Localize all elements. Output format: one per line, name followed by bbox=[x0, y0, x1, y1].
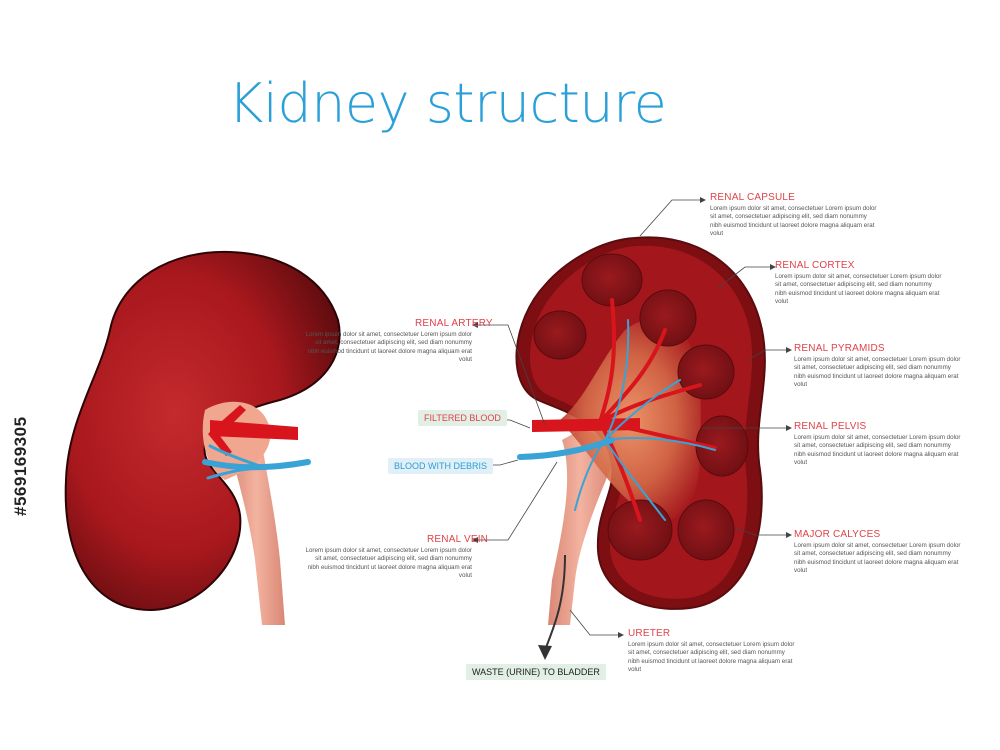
page-title: Kidney structure bbox=[228, 72, 667, 135]
label-ureter: URETER bbox=[628, 628, 671, 639]
watermark-id: #569169305 bbox=[11, 416, 30, 516]
tag-filtered-blood: FILTERED BLOOD bbox=[418, 410, 507, 426]
label-renal-pelvis: RENAL PELVIS bbox=[794, 421, 867, 432]
desc-renal-pyramids: Lorem ipsum dolor sit amet, consectetuer… bbox=[794, 356, 961, 389]
label-renal-vein: RENAL VEIN bbox=[427, 534, 489, 545]
section-pelvis-branches bbox=[598, 298, 717, 522]
external-artery bbox=[208, 405, 298, 456]
desc-ureter: Lorem ipsum dolor sit amet, consectetuer… bbox=[628, 641, 795, 674]
label-renal-cortex: RENAL CORTEX bbox=[775, 260, 855, 271]
label-renal-capsule: RENAL CAPSULE bbox=[710, 192, 796, 203]
desc-major-calyces: Lorem ipsum dolor sit amet, consectetuer… bbox=[794, 542, 961, 575]
label-renal-artery: RENAL ARTERY bbox=[415, 318, 493, 329]
external-kidney bbox=[64, 250, 341, 625]
tag-waste-to-bladder: WASTE (URINE) TO BLADDER bbox=[466, 664, 606, 680]
desc-renal-artery: Lorem ipsum dolor sit amet, consectetuer… bbox=[305, 331, 472, 364]
external-vein bbox=[202, 444, 311, 480]
desc-renal-vein: Lorem ipsum dolor sit amet, consectetuer… bbox=[305, 547, 472, 580]
desc-renal-capsule: Lorem ipsum dolor sit amet, consectetuer… bbox=[710, 205, 877, 238]
label-renal-pyramids: RENAL PYRAMIDS bbox=[794, 343, 885, 354]
external-ureter bbox=[228, 440, 285, 625]
desc-renal-cortex: Lorem ipsum dolor sit amet, consectetuer… bbox=[775, 273, 942, 306]
leader-arrowheads bbox=[472, 197, 792, 638]
desc-renal-pelvis: Lorem ipsum dolor sit amet, consectetuer… bbox=[794, 434, 961, 467]
leader-lines bbox=[476, 199, 786, 636]
tag-blood-with-debris: BLOOD WITH DEBRIS bbox=[388, 458, 494, 474]
waste-arrow bbox=[544, 554, 566, 651]
section-vein bbox=[517, 319, 716, 521]
label-major-calyces: MAJOR CALYCES bbox=[794, 529, 881, 540]
waste-arrowhead bbox=[538, 645, 552, 660]
section-artery bbox=[532, 418, 640, 432]
section-kidney bbox=[515, 236, 766, 660]
external-kidney-body bbox=[64, 250, 341, 612]
